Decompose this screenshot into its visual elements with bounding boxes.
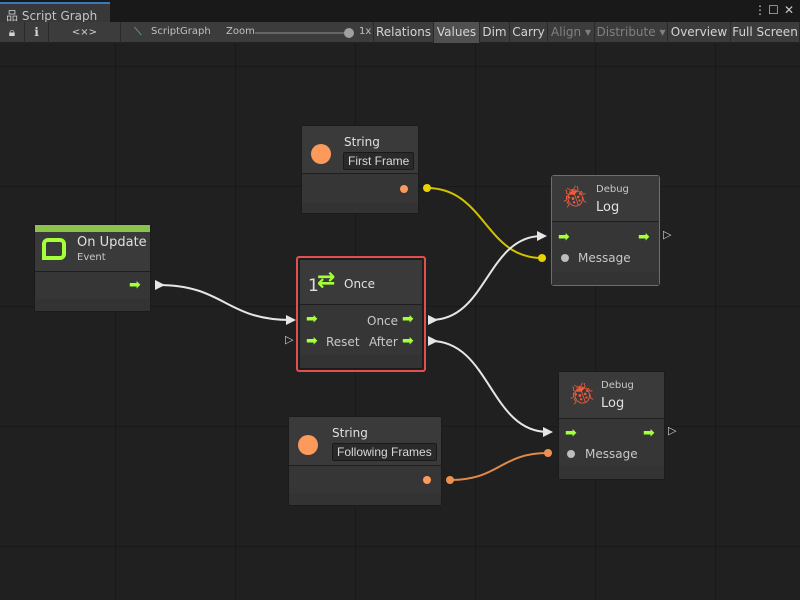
title-bar: 品 Script Graph ⋮ ☐ ✕	[0, 0, 800, 23]
node-subtitle: Event	[77, 252, 106, 263]
tab-title: Script Graph	[21, 9, 98, 23]
once-control-input-port[interactable]	[286, 315, 296, 325]
control-output-port[interactable]	[155, 280, 165, 290]
edge-firstframe-to-log1	[426, 187, 543, 259]
debug-log-node-1[interactable]: 🐞︎ Debug Log ➡ ➡ Message	[551, 175, 660, 286]
string-node-first-frame[interactable]: String First Frame	[301, 125, 419, 214]
reset-input-arrow-icon: ➡	[306, 333, 318, 349]
once-output-label: Once	[367, 314, 399, 328]
control-input-arrow-icon: ➡	[558, 229, 570, 245]
port-dot	[538, 254, 546, 262]
string-value-field[interactable]: First Frame	[343, 152, 415, 170]
tab-script-graph[interactable]: 品 Script Graph	[0, 2, 110, 23]
port-dot	[446, 476, 454, 484]
zoom-value: 1x	[359, 26, 372, 37]
graph-name[interactable]: ScriptGraph	[151, 26, 211, 37]
carry-button[interactable]: Carry	[510, 22, 548, 43]
edge-update-to-once	[157, 284, 292, 321]
node-title: String	[332, 426, 368, 440]
zoom-label: Zoom	[226, 26, 255, 37]
distribute-dropdown[interactable]: Distribute ▾	[595, 22, 668, 43]
message-dot-icon	[561, 254, 569, 262]
port-dot	[544, 449, 552, 457]
values-button[interactable]: Values	[434, 22, 480, 43]
log1-control-input-port[interactable]	[537, 231, 547, 241]
relations-button[interactable]: Relations	[373, 22, 434, 43]
maximize-icon[interactable]: ☐	[768, 3, 779, 17]
edge-once-to-log1	[430, 235, 543, 321]
once-node[interactable]: 1 ⇄ Once ➡ Once ➡ ➡ Reset After ➡	[299, 259, 423, 369]
control-output-arrow-icon: ➡	[402, 333, 414, 349]
once-output-port[interactable]	[428, 315, 438, 325]
kebab-menu-icon[interactable]: ⋮	[754, 3, 766, 17]
graph-hierarchy-icon: 品	[6, 9, 22, 23]
zoom-slider[interactable]	[255, 32, 350, 34]
lock-icon[interactable]: 🔒︎	[0, 22, 25, 43]
reset-input-label: Reset	[326, 335, 360, 349]
zoom-slider-handle[interactable]	[344, 28, 354, 38]
control-input-arrow-icon: ➡	[306, 311, 318, 327]
node-title: Log	[601, 396, 625, 411]
toggle-arrows-icon: ⇄	[317, 268, 336, 293]
event-bar	[35, 225, 150, 232]
embed-button[interactable]: <×>	[49, 22, 121, 43]
message-input-label: Message	[578, 251, 631, 265]
selection-outline	[296, 256, 426, 372]
dim-button[interactable]: Dim	[480, 22, 510, 43]
control-output-arrow-icon: ➡	[638, 229, 650, 245]
control-output-arrow-icon: ➡	[129, 277, 141, 293]
node-category: Debug	[596, 184, 629, 195]
message-dot-icon	[567, 450, 575, 458]
once-count: 1	[308, 276, 319, 296]
bug-icon: 🐞︎	[561, 185, 589, 210]
on-update-node[interactable]: On Update Event ➡	[34, 224, 151, 312]
node-category: Debug	[601, 380, 634, 391]
close-icon[interactable]: ✕	[784, 3, 795, 17]
after-output-label: After	[369, 335, 398, 349]
debug-log-node-2[interactable]: 🐞︎ Debug Log ➡ ➡ Message	[558, 371, 665, 480]
node-title: Once	[344, 277, 376, 291]
log2-control-output-port[interactable]: ▷	[668, 424, 677, 437]
control-input-arrow-icon: ➡	[565, 425, 577, 441]
node-title: String	[344, 135, 380, 149]
string-output-dot-icon	[423, 476, 431, 484]
overview-button[interactable]: Overview	[668, 22, 731, 43]
control-output-arrow-icon: ➡	[402, 311, 414, 327]
align-dropdown[interactable]: Align ▾	[548, 22, 595, 43]
string-type-icon	[298, 435, 318, 455]
node-title: On Update	[77, 235, 147, 250]
toolbar: 🔒︎ ℹ <×> ⟍ ScriptGraph Zoom 1x Relations…	[0, 22, 800, 43]
string-node-following-frames[interactable]: String Following Frames	[288, 416, 442, 506]
string-output-dot-icon	[400, 185, 408, 193]
port-dot	[423, 184, 431, 192]
control-output-arrow-icon: ➡	[643, 425, 655, 441]
info-icon[interactable]: ℹ	[25, 22, 49, 43]
log1-control-output-port[interactable]: ▷	[663, 228, 672, 241]
string-value-field[interactable]: Following Frames	[332, 443, 437, 461]
edge-after-to-log2	[430, 340, 549, 433]
string-type-icon	[311, 144, 331, 164]
node-title: Log	[596, 200, 620, 215]
update-loop-icon	[42, 238, 66, 260]
bug-icon: 🐞︎	[568, 382, 596, 407]
script-graph-icon: ⟍	[134, 25, 142, 38]
edge-following-to-log2	[449, 452, 549, 481]
message-input-label: Message	[585, 447, 638, 461]
log2-control-input-port[interactable]	[543, 427, 553, 437]
after-output-port[interactable]	[428, 336, 438, 346]
reset-input-port[interactable]: ▷	[285, 333, 294, 346]
